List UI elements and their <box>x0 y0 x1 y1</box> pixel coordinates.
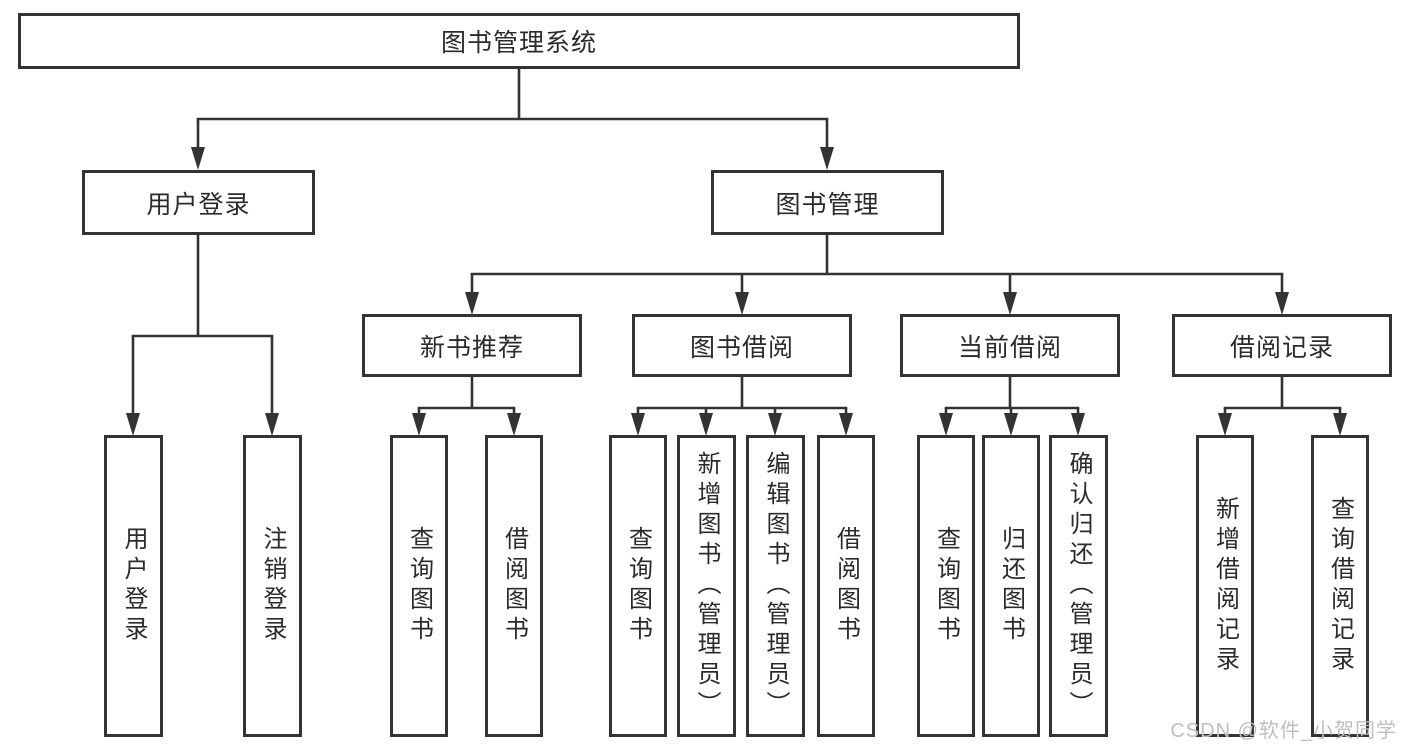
node-borrowing-records: 借阅记录 <box>1172 314 1392 377</box>
arrowhead <box>768 413 782 436</box>
node-label: 用户登录 <box>146 190 251 219</box>
arrowhead <box>1071 413 1085 436</box>
node-user-login: 用户登录 <box>82 170 315 235</box>
arrowhead <box>699 413 713 436</box>
node-library-management-system: 图书管理系统 <box>18 13 1020 69</box>
arrowhead <box>191 147 205 170</box>
arrowhead <box>1003 292 1017 315</box>
leaf-logout: 注销登录 <box>243 435 302 737</box>
leaf-add-books-admin: 新增图书（管理员） <box>677 435 736 737</box>
node-book-borrowing: 图书借阅 <box>632 314 852 377</box>
arrowhead <box>507 413 521 436</box>
node-label: 借阅图书 <box>832 526 860 646</box>
arrowhead <box>412 413 426 436</box>
node-label: 确认归还（管理员） <box>1065 451 1092 721</box>
leaf-query-books-borrowing: 查询图书 <box>609 435 667 737</box>
arrowhead <box>939 413 953 436</box>
leaf-borrow-books-recommend: 借阅图书 <box>485 435 543 737</box>
leaf-confirm-return-admin: 确认归还（管理员） <box>1049 435 1108 737</box>
node-label: 查询图书 <box>405 526 433 646</box>
arrowhead <box>1333 413 1347 436</box>
arrowhead <box>820 147 834 170</box>
arrowhead <box>735 292 749 315</box>
node-label: 新增图书（管理员） <box>693 451 720 721</box>
arrowhead <box>1218 413 1232 436</box>
node-label: 图书管理 <box>775 190 880 219</box>
arrowhead <box>265 413 279 436</box>
arrowhead <box>465 292 479 315</box>
node-label: 用户登录 <box>120 526 147 646</box>
node-label: 编辑图书（管理员） <box>762 451 789 721</box>
arrowhead <box>1004 413 1018 436</box>
arrowhead <box>1275 292 1289 315</box>
node-new-book-recommendation: 新书推荐 <box>362 314 582 377</box>
leaf-query-borrow-record: 查询借阅记录 <box>1311 435 1369 737</box>
node-label: 图书借阅 <box>689 333 794 362</box>
arrowhead <box>126 413 140 436</box>
arrowhead <box>631 413 645 436</box>
node-label: 借阅记录 <box>1229 333 1334 362</box>
leaf-query-books-current: 查询图书 <box>917 435 975 737</box>
leaf-user-login: 用户登录 <box>104 435 163 737</box>
node-label: 注销登录 <box>259 526 286 646</box>
leaf-return-books: 归还图书 <box>982 435 1040 737</box>
node-label: 新书推荐 <box>419 333 524 362</box>
node-label: 当前借阅 <box>957 333 1062 362</box>
node-label: 查询借阅记录 <box>1326 496 1354 676</box>
leaf-query-books-recommend: 查询图书 <box>390 435 448 737</box>
node-label: 查询图书 <box>624 526 652 646</box>
node-label: 归还图书 <box>997 526 1025 646</box>
node-label: 借阅图书 <box>500 526 528 646</box>
leaf-add-borrow-record: 新增借阅记录 <box>1196 435 1254 737</box>
node-book-management: 图书管理 <box>711 170 944 235</box>
arrowhead <box>839 413 853 436</box>
csdn-watermark: CSDN @软件_小贺同学 <box>1170 720 1397 742</box>
node-label: 查询图书 <box>932 526 960 646</box>
node-current-borrowing: 当前借阅 <box>900 314 1120 377</box>
leaf-edit-books-admin: 编辑图书（管理员） <box>746 435 805 737</box>
node-label: 图书管理系统 <box>440 29 597 57</box>
leaf-borrow-books-borrowing: 借阅图书 <box>817 435 875 737</box>
node-label: 新增借阅记录 <box>1211 496 1239 676</box>
